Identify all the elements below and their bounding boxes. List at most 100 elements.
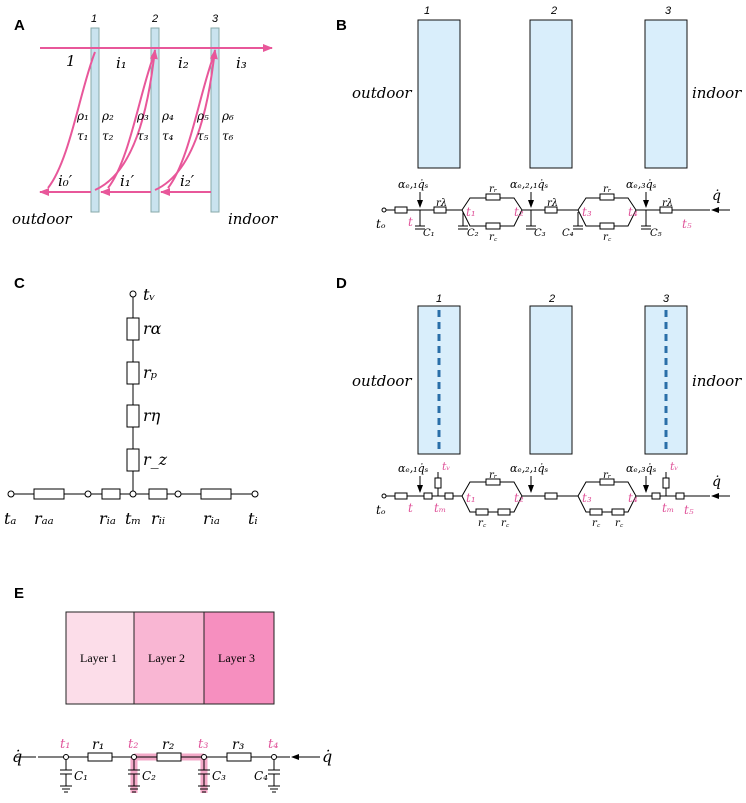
res-label-ia: rᵢₐ (203, 509, 220, 528)
glass-pane-3 (210, 27, 220, 213)
loop-1 (461, 197, 523, 227)
ray-label-i3: i₃ (236, 54, 247, 72)
res-label-c: r꜀ (489, 232, 498, 243)
qdot-label-left: q̇ (12, 747, 22, 766)
node-t3 (201, 754, 207, 760)
temp-label-t4: t₄ (628, 491, 638, 505)
loop-2 (577, 481, 637, 513)
panel-label-c: C (14, 275, 25, 292)
temp-label-tm: tₘ (125, 509, 141, 528)
pane-1 (417, 19, 461, 169)
rho-3: ρ₃ (136, 109, 149, 123)
res-label-z: r_z (143, 450, 168, 469)
temp-label-tm: tₘ (434, 501, 446, 515)
panel-label-d: D (336, 275, 347, 292)
indoor-label-d: indoor (692, 372, 742, 390)
rho-6: ρ₆ (221, 109, 234, 123)
resistor-r (599, 478, 615, 486)
pane-number-2: 2 (550, 5, 557, 17)
resistor-eta (126, 404, 140, 428)
res-label-lambda: rλ (547, 198, 558, 209)
temp-label-to: tₒ (376, 503, 386, 517)
capacitor-3 (526, 210, 536, 230)
resistor-c (611, 508, 625, 516)
resistor (394, 206, 408, 214)
resistor-alpha (126, 317, 140, 341)
panel-b: B 1 2 3 outdoor indoor αₑ,₁q̇ₛ αₑ,₂,₁q̇ₛ… (336, 5, 742, 243)
cap-label-2: C₂ (467, 228, 479, 239)
layer-1 (65, 611, 135, 705)
cap-label-4: C₄ (254, 769, 268, 783)
panel-label-e: E (14, 585, 24, 602)
node-t4 (271, 754, 277, 760)
resistor-lambda (659, 206, 673, 214)
glass-pane-2 (150, 27, 160, 213)
resistor-lambda (544, 206, 558, 214)
qdot-label-b: q̇ (712, 188, 721, 204)
res-label-r: rᵣ (603, 470, 612, 481)
tau-1: τ₁ (77, 129, 88, 143)
panel-c: C tᵥ rα rₚ rη r_z tₐ rₐₐ rᵢₐ tₘ rᵢᵢ rᵢₐ … (4, 275, 259, 528)
temp-label-t3: t₃ (198, 737, 208, 752)
resistor-ia (200, 488, 232, 500)
pane-2 (529, 305, 573, 455)
cap-label-5: C₅ (650, 228, 662, 239)
resistor (544, 492, 558, 500)
interreflection-up-1 (94, 49, 158, 191)
resistor-ia (101, 488, 121, 500)
node-tm (129, 490, 137, 498)
res-label-lambda: rλ (662, 198, 673, 209)
pane-1 (417, 305, 461, 455)
tau-5: τ₅ (197, 129, 209, 143)
temp-label-t: t (408, 501, 413, 515)
resistor (651, 492, 661, 500)
temp-label-tv: tᵥ (670, 460, 679, 473)
tau-4: τ₄ (162, 129, 174, 143)
panel-label-b: B (336, 17, 347, 34)
layer-3 (203, 611, 275, 705)
pane-number-3: 3 (212, 13, 219, 25)
resistor-c (589, 508, 603, 516)
node-to (381, 493, 387, 499)
capacitor-3 (198, 760, 210, 793)
interreflection-down-2 (107, 51, 156, 189)
cap-label-3: C₃ (212, 769, 226, 783)
interreflection-up-2 (154, 49, 218, 191)
temp-label-to: tₒ (376, 217, 386, 231)
tau-6: τ₆ (222, 129, 234, 143)
temp-label-t3: t₃ (582, 205, 592, 219)
source-label-2: αₑ,₂,₁q̇ₛ (510, 178, 549, 191)
ray-label-i2p: i₂′ (180, 172, 195, 190)
res-label-ia: rᵢₐ (99, 509, 116, 528)
resistor-c (497, 508, 511, 516)
capacitor-2 (128, 760, 140, 793)
layer-label-1: Layer 1 (80, 651, 117, 665)
source-label-3: αₑ,₃q̇ₛ (626, 462, 657, 475)
res-label-1: r₁ (92, 737, 104, 753)
layer-label-3: Layer 3 (218, 651, 255, 665)
res-label-aa: rₐₐ (34, 509, 54, 528)
panel-e: E Layer 1 Layer 2 Layer 3 (12, 585, 332, 793)
indoor-label-a: indoor (228, 210, 278, 228)
temp-label-tm: tₘ (662, 501, 674, 515)
capacitor-1 (415, 210, 425, 230)
capacitor-2 (458, 212, 468, 230)
capacitor-4 (268, 760, 280, 793)
res-label-lambda: rλ (436, 198, 447, 209)
source-label-1: αₑ,₁q̇ₛ (398, 178, 429, 191)
temp-label-t4: t₄ (628, 205, 638, 219)
resistor (444, 492, 454, 500)
source-label-1: αₑ,₁q̇ₛ (398, 462, 429, 475)
res-label-c: r꜀ (615, 518, 624, 529)
interreflection-down-3 (167, 51, 216, 189)
resistor (675, 492, 685, 500)
temp-label-t1: t₁ (466, 491, 476, 505)
node-t1 (63, 754, 69, 760)
pane-2 (529, 19, 573, 169)
pane-number-1: 1 (436, 293, 442, 305)
res-label-c: r꜀ (603, 232, 612, 243)
node-tv (129, 290, 137, 298)
resistor-c (599, 222, 615, 230)
source-label-2: αₑ,₂,₁q̇ₛ (510, 462, 549, 475)
resistor-c (485, 222, 501, 230)
